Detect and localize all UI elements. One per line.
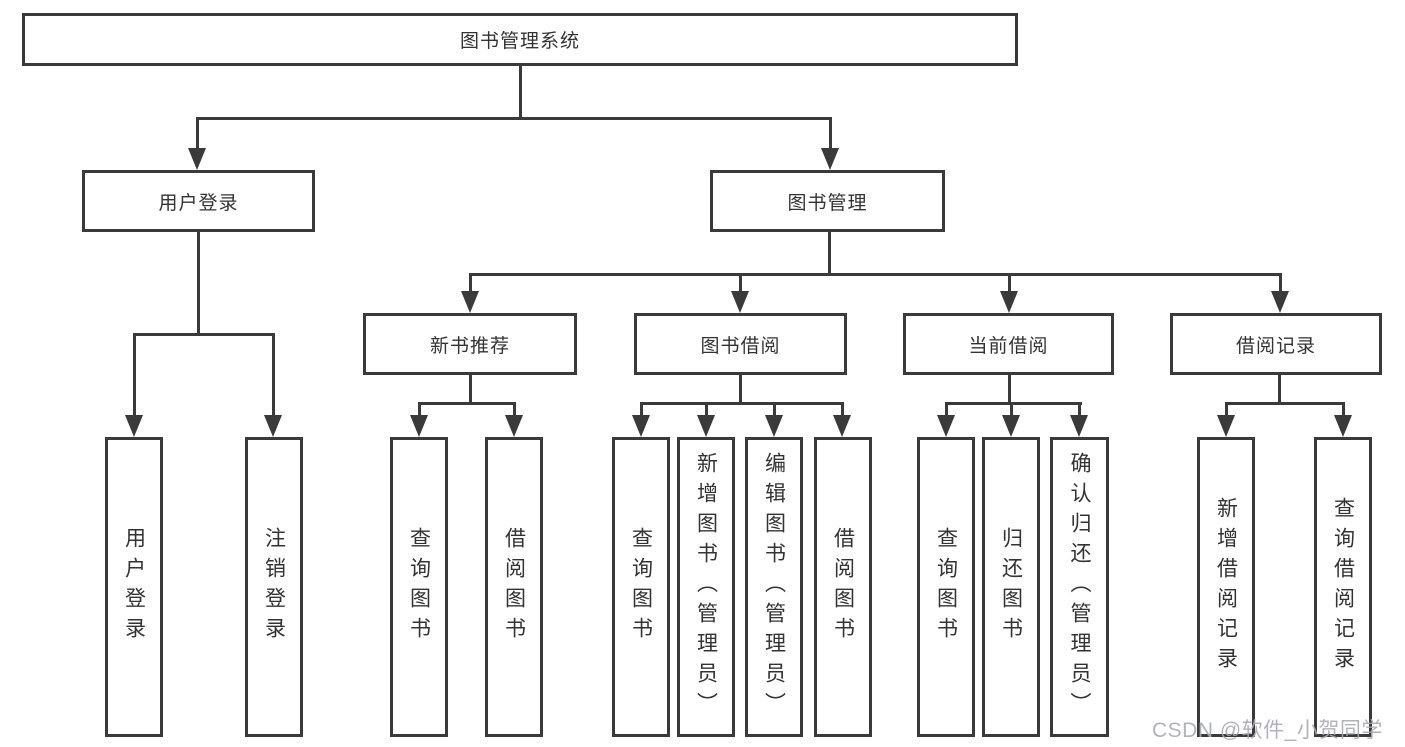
connector-line — [945, 402, 948, 417]
connector-line — [513, 402, 516, 417]
connector-line — [773, 402, 776, 417]
node-root: 图书管理系统 — [22, 13, 1018, 66]
connector-arrowhead — [1217, 415, 1235, 437]
connector-line — [133, 333, 275, 336]
connector-line — [739, 373, 742, 404]
leaf-borrow-query: 查询图书 — [612, 437, 670, 737]
connector-line — [469, 373, 472, 404]
node-book-borrow-label: 图书借阅 — [700, 335, 781, 357]
connector-arrowhead — [697, 415, 715, 437]
leaf-current-query-label: 查询图书 — [934, 527, 958, 647]
leaf-borrow-query-label: 查询图书 — [629, 527, 653, 647]
leaf-user-login: 用户登录 — [105, 437, 163, 737]
leaf-records-add-label: 新增借阅记录 — [1214, 497, 1238, 677]
leaf-newbooks-borrow-label: 借阅图书 — [502, 527, 526, 647]
node-book-management: 图书管理 — [710, 170, 945, 232]
connector-line — [1078, 402, 1081, 417]
node-new-book-recommend-label: 新书推荐 — [429, 335, 510, 357]
connector-line — [418, 402, 421, 417]
leaf-borrow-book: 借阅图书 — [814, 437, 872, 737]
connector-line — [1008, 273, 1011, 293]
connector-line — [197, 230, 200, 336]
leaf-records-query-label: 查询借阅记录 — [1331, 497, 1355, 677]
leaf-borrow-edit-admin-label: 编辑图书（管理员） — [762, 452, 786, 722]
leaf-newbooks-borrow: 借阅图书 — [485, 437, 543, 737]
connector-arrowhead — [505, 415, 523, 437]
connector-arrowhead — [410, 415, 428, 437]
connector-arrowhead — [833, 415, 851, 437]
connector-arrowhead — [1271, 291, 1289, 313]
leaf-current-confirm-admin: 确认归还（管理员） — [1050, 437, 1109, 737]
leaf-newbooks-query: 查询图书 — [390, 437, 448, 737]
node-borrow-records-label: 借阅记录 — [1235, 335, 1316, 357]
connector-line — [640, 402, 643, 417]
leaf-borrow-edit-admin: 编辑图书（管理员） — [745, 437, 803, 737]
leaf-current-return-label: 归还图书 — [999, 527, 1023, 647]
leaf-records-query: 查询借阅记录 — [1314, 437, 1372, 737]
connector-line — [841, 402, 844, 417]
connector-line — [1008, 373, 1011, 404]
node-user-login: 用户登录 — [82, 170, 315, 232]
node-current-borrow-label: 当前借阅 — [968, 335, 1049, 357]
leaf-newbooks-query-label: 查询图书 — [407, 527, 431, 647]
connector-arrowhead — [937, 415, 955, 437]
connector-arrowhead — [731, 291, 749, 313]
leaf-borrow-add-admin-label: 新增图书（管理员） — [694, 452, 718, 722]
node-root-label: 图书管理系统 — [459, 31, 580, 52]
connector-line — [945, 402, 1082, 405]
leaf-current-query: 查询图书 — [917, 437, 975, 737]
connector-line — [272, 333, 275, 417]
connector-line — [469, 273, 472, 293]
leaf-borrow-add-admin: 新增图书（管理员） — [677, 437, 735, 737]
connector-line — [1225, 402, 1228, 417]
connector-line — [418, 402, 516, 405]
connector-line — [1010, 402, 1013, 417]
node-new-book-recommend: 新书推荐 — [363, 313, 577, 375]
connector-line — [519, 64, 522, 119]
leaf-borrow-book-label: 借阅图书 — [831, 527, 855, 647]
connector-line — [828, 230, 831, 275]
connector-line — [829, 117, 832, 150]
leaf-logout: 注销登录 — [245, 437, 303, 737]
connector-line — [1278, 373, 1281, 404]
connector-arrowhead — [188, 148, 206, 170]
leaf-user-login-label: 用户登录 — [122, 527, 146, 647]
connector-line — [196, 117, 199, 150]
connector-arrowhead — [632, 415, 650, 437]
connector-line — [133, 333, 136, 417]
connector-line — [1342, 402, 1345, 417]
node-user-login-label: 用户登录 — [158, 192, 239, 214]
connector-line — [640, 402, 844, 405]
node-borrow-records: 借阅记录 — [1170, 313, 1382, 375]
connector-line — [1225, 402, 1344, 405]
watermark: CSDN @软件_小贺同学 — [1152, 719, 1383, 742]
connector-line — [739, 273, 742, 293]
connector-arrowhead — [125, 415, 143, 437]
connector-arrowhead — [1334, 415, 1352, 437]
connector-arrowhead — [1002, 415, 1020, 437]
leaf-logout-label: 注销登录 — [262, 527, 286, 647]
connector-line — [196, 117, 832, 120]
connector-arrowhead — [765, 415, 783, 437]
connector-arrowhead — [264, 415, 282, 437]
node-book-borrow: 图书借阅 — [634, 313, 847, 375]
connector-line — [469, 273, 1282, 276]
connector-arrowhead — [1070, 415, 1088, 437]
connector-arrowhead — [1000, 291, 1018, 313]
node-book-management-label: 图书管理 — [787, 192, 868, 214]
connector-arrowhead — [821, 148, 839, 170]
connector-line — [705, 402, 708, 417]
connector-line — [1279, 273, 1282, 293]
node-current-borrow: 当前借阅 — [903, 313, 1114, 375]
leaf-current-confirm-admin-label: 确认归还（管理员） — [1068, 452, 1091, 722]
leaf-records-add: 新增借阅记录 — [1197, 437, 1255, 737]
leaf-current-return: 归还图书 — [982, 437, 1040, 737]
connector-arrowhead — [461, 291, 479, 313]
